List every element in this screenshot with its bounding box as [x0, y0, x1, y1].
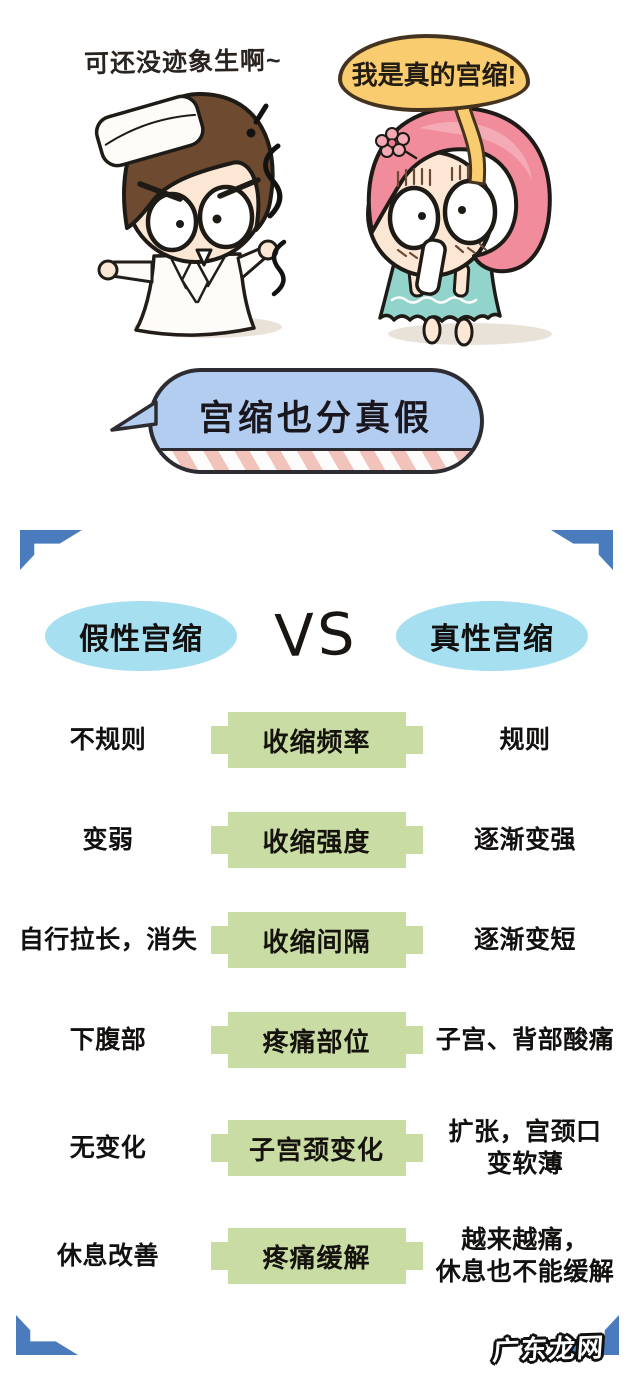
vs-label: VS	[273, 599, 359, 671]
mom-eye-right	[442, 178, 498, 246]
site-watermark: 广东龙网	[491, 1332, 607, 1366]
corner-bracket-top-left	[20, 530, 82, 570]
row-left-value: 自行拉长，消失	[18, 925, 198, 954]
header-true-contraction: 真性宫缩	[396, 601, 588, 671]
mom-bubble-tail	[450, 90, 487, 186]
row-right-value: 子宫、背部酸痛	[435, 1025, 615, 1054]
row-left-value: 变弱	[82, 825, 134, 854]
row-category-label: 疼痛部位	[262, 1026, 371, 1057]
row-category-label: 收缩间隔	[262, 926, 371, 957]
row-category-label: 疼痛缓解	[262, 1242, 371, 1273]
row-left-value: 休息改善	[56, 1241, 159, 1270]
corner-bracket-bottom-left	[16, 1315, 78, 1355]
header-false-label: 假性宫缩	[79, 623, 203, 656]
cartoon-illustration	[94, 90, 552, 347]
comparison-row: 下腹部 疼痛部位 子宫、背部酸痛	[0, 990, 633, 1090]
caption-bubble: 宫缩也分真假	[148, 368, 484, 474]
row-right-value: 越来越痛， 休息也不能缓解	[435, 1225, 615, 1287]
nurse-speech-text: 可还没迹象生啊~	[83, 46, 282, 79]
header-true-label: 真性宫缩	[430, 623, 554, 656]
row-left-value: 不规则	[69, 725, 147, 754]
row-right-value: 规则	[499, 725, 551, 754]
comparison-row: 不规则 收缩频率 规则	[0, 690, 633, 790]
row-right-value: 扩张，宫颈口 变软薄	[448, 1117, 602, 1179]
comparison-row: 自行拉长，消失 收缩间隔 逐渐变短	[0, 890, 633, 990]
caption-bubble-tail	[110, 400, 158, 432]
row-category-label: 收缩频率	[262, 726, 371, 757]
nurse-mouth	[195, 248, 213, 267]
row-category-badge: 收缩强度	[210, 812, 423, 868]
nurse-cap	[94, 94, 205, 168]
row-right-value: 逐渐变短	[473, 925, 576, 954]
row-category-badge: 收缩间隔	[210, 912, 423, 968]
row-left-value: 下腹部	[69, 1025, 147, 1054]
flower-icon	[375, 127, 418, 160]
comparison-row: 变弱 收缩强度 逐渐变强	[0, 790, 633, 890]
nurse-dress	[134, 252, 256, 337]
mom-speech-text: 我是真的宫缩!	[351, 59, 517, 90]
nurse-eye-left	[145, 191, 199, 253]
surprise-marks-icon	[246, 103, 287, 297]
mom-figure	[366, 105, 552, 347]
mom-eye-left	[387, 185, 441, 251]
row-right-value: 逐渐变强	[473, 825, 576, 854]
nurse-eye-right	[197, 184, 255, 250]
header-false-contraction: 假性宫缩	[45, 601, 237, 671]
row-category-label: 收缩强度	[262, 826, 371, 857]
mom-speech-bubble: 我是真的宫缩!	[338, 34, 530, 112]
comparison-row: 无变化 子宫颈变化 扩张，宫颈口 变软薄	[0, 1092, 633, 1204]
nurse-figure	[94, 92, 282, 338]
row-category-badge: 子宫颈变化	[210, 1120, 423, 1176]
row-category-badge: 疼痛部位	[210, 1012, 423, 1068]
row-category-badge: 收缩频率	[210, 712, 423, 768]
corner-bracket-top-right	[551, 530, 613, 570]
row-left-value: 无变化	[69, 1133, 147, 1162]
row-category-badge: 疼痛缓解	[210, 1228, 423, 1284]
caption-text: 宫缩也分真假	[198, 398, 433, 438]
mom-pale-strip	[415, 238, 447, 296]
row-category-label: 子宫颈变化	[248, 1134, 384, 1165]
comparison-row: 休息改善 疼痛缓解 越来越痛， 休息也不能缓解	[0, 1198, 633, 1314]
